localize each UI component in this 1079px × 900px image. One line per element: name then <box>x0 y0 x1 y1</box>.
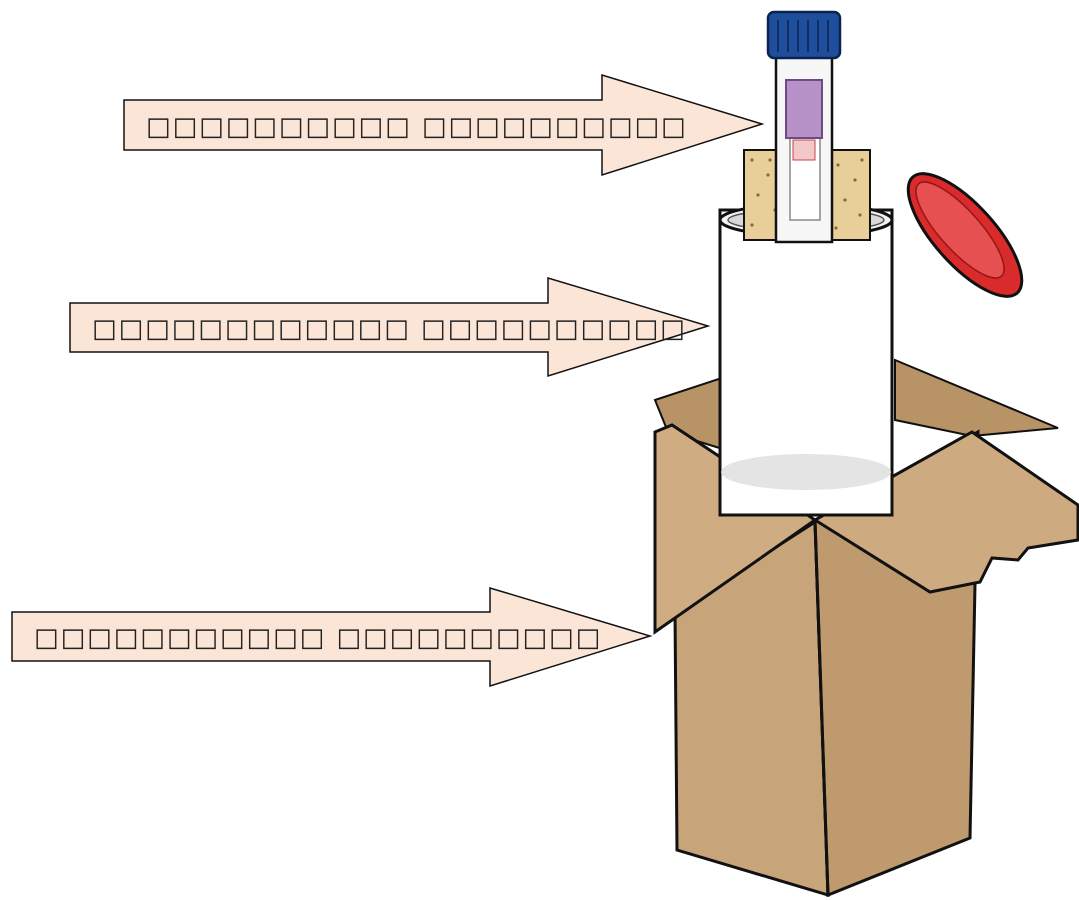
arrow-secondary: □□□□□□□□□□□□ □□□□□□□□□□ <box>70 278 708 376</box>
arrow-outer: □□□□□□□□□□□ □□□□□□□□□□ <box>12 588 650 686</box>
purple-stopper <box>786 80 822 138</box>
vial-label <box>793 140 815 160</box>
absorbent-pad-right <box>828 150 870 240</box>
label-secondary: □□□□□□□□□□□□ □□□□□□□□□□ <box>92 314 687 344</box>
primary-tube <box>768 12 840 242</box>
secondary-container <box>720 204 892 515</box>
label-primary: □□□□□□□□□□ □□□□□□□□□□ <box>146 112 688 142</box>
label-outer: □□□□□□□□□□□ □□□□□□□□□□ <box>34 623 602 653</box>
blue-cap <box>768 12 840 58</box>
cylinder-base-shadow <box>721 454 891 490</box>
arrow-primary: □□□□□□□□□□ □□□□□□□□□□ <box>124 75 762 175</box>
box-back-flap-right <box>895 360 1058 436</box>
red-lid <box>891 157 1040 313</box>
